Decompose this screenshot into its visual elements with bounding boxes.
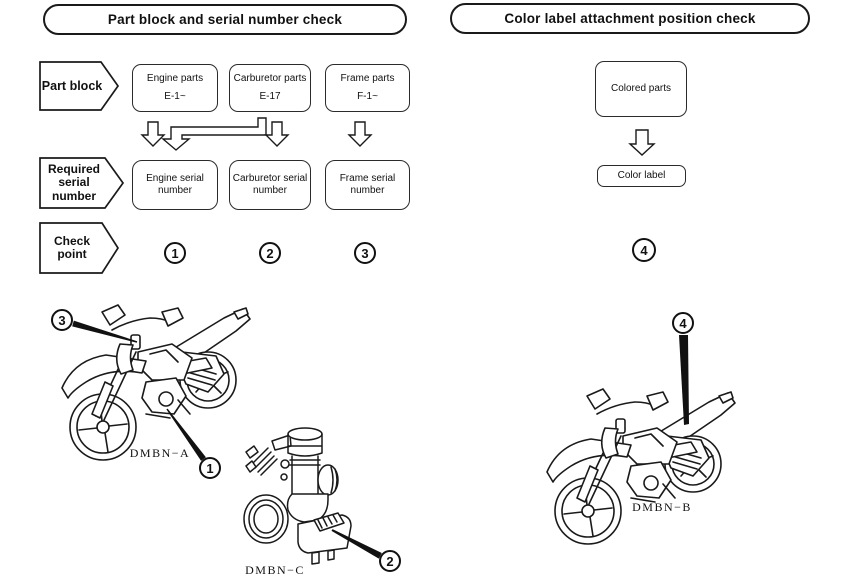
frame-parts-label: Frame parts [340,72,395,84]
part-block-frame-parts: Frame parts F-1~ [325,64,410,112]
frame-parts-code: F-1~ [357,90,378,102]
flow-arrow-carb-to-engine-serial [161,117,267,151]
check-point-1-badge: 1 [164,242,186,264]
left-section-header: Part block and serial number check [43,4,407,35]
figure-callout-1: 1 [199,457,221,479]
carburetor-parts-label: Carburetor parts [233,72,307,84]
colored-parts-label: Colored parts [610,82,672,94]
flow-arrow-frame [347,121,373,147]
required-serial-pentagon-shape [39,157,125,209]
engine-parts-label: Engine parts [146,72,204,84]
flow-arrow-color-label [628,129,656,156]
engine-serial-number-label: Engine serial number [146,172,204,197]
carburetor-parts-code: E-17 [259,90,281,102]
carburetor-serial-number-box: Carburetor serial number [229,160,311,210]
engine-serial-number-box: Engine serial number [132,160,218,210]
figure-callout-3: 3 [51,309,73,331]
motorcycle-b-illustration [546,388,736,545]
leader-line-callout-4 [679,335,689,425]
required-serial-row-label: Required serial number [47,161,100,203]
frame-serial-number-box: Frame serial number [325,160,410,210]
caption-bike-a: DMBN−A [129,446,191,460]
right-section-header: Color label attachment position check [450,3,810,34]
leader-line-callout-3 [72,320,138,343]
frame-serial-number-label: Frame serial number [339,172,396,197]
figure-callout-4: 4 [672,312,694,334]
check-point-pentagon-shape [39,222,120,274]
part-block-pentagon-shape [39,61,120,111]
color-label-box: Color label [597,165,686,187]
part-block-carburetor-parts: Carburetor parts E-17 [229,64,311,112]
check-point-row-label: Check point [53,233,91,261]
carburetor-illustration [243,427,352,565]
caption-bike-b: DMBN−B [632,500,692,514]
color-label-label: Color label [617,169,666,181]
part-block-engine-parts: Engine parts E-1~ [132,64,218,112]
check-point-2-badge: 2 [259,242,281,264]
leader-line-callout-2 [331,529,382,559]
engine-parts-code: E-1~ [164,90,186,102]
check-point-3-badge: 3 [354,242,376,264]
flow-arrow-carburetor [264,121,290,147]
leader-line-callout-1 [166,408,206,461]
part-block-row-label: Part block [41,79,103,93]
colored-parts-box: Colored parts [595,61,687,117]
flow-arrow-engine [140,121,166,147]
figure-callout-2: 2 [379,550,401,572]
caption-carburetor: DMBN−C [245,563,305,577]
carburetor-serial-number-label: Carburetor serial number [232,172,308,197]
check-point-4-badge: 4 [632,238,656,262]
